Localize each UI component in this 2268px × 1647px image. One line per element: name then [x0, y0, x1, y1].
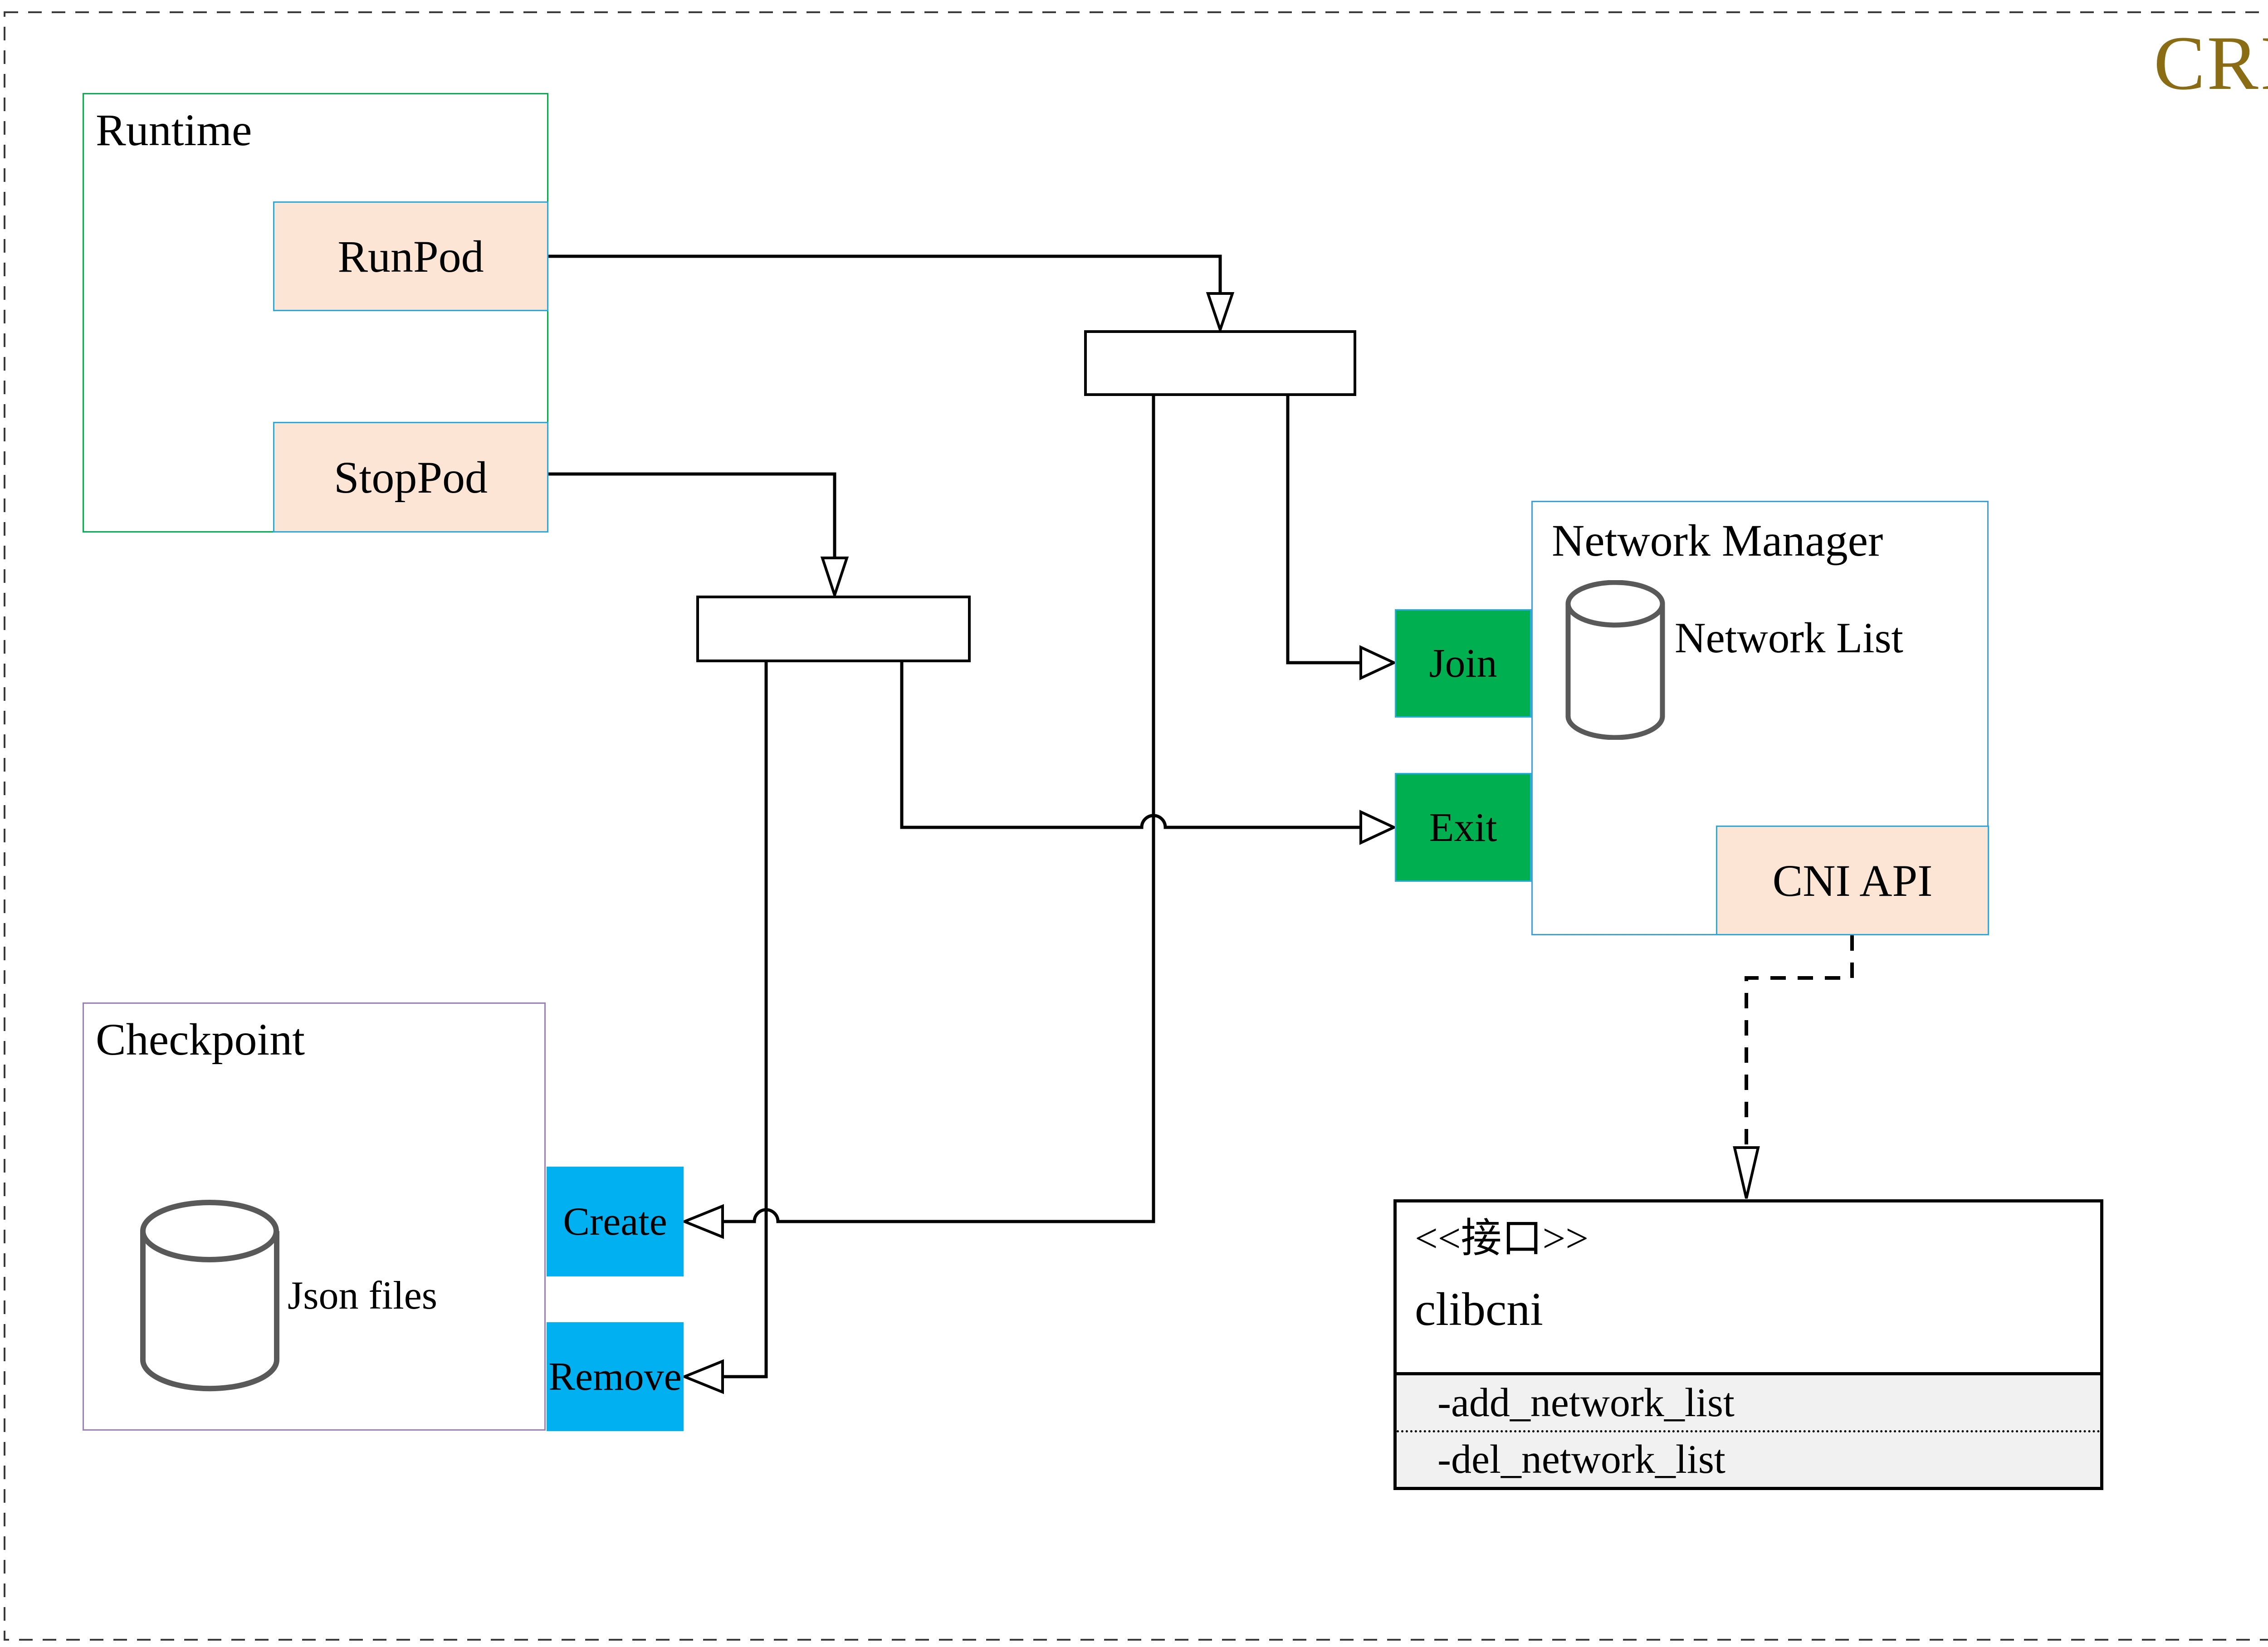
junction2-to-remove-line [723, 662, 768, 1378]
exit-node: Exit [1395, 773, 1531, 882]
clibcni-interface-box: <<接口>> clibcni -add_network_list -del_ne… [1393, 1199, 2103, 1490]
method-add-network-list: -add_network_list [1397, 1375, 2100, 1432]
junction2-to-exit-line [900, 662, 1361, 829]
clibcni-members-compartment: -add_network_list -del_network_list [1397, 1372, 2100, 1487]
interface-name: clibcni [1415, 1283, 1544, 1335]
remove-node: Remove [547, 1322, 684, 1431]
json-files-database-icon [140, 1200, 279, 1392]
stoppod-to-junction2-line [548, 472, 836, 558]
arrowhead-right-join [1359, 645, 1398, 680]
runpod-node: RunPod [273, 201, 548, 311]
fork-junction-2 [696, 596, 971, 662]
method-del-network-list: -del_network_list [1437, 1437, 1725, 1482]
arrowhead-down-clibcni [1733, 1146, 1760, 1199]
arrowhead-left-create [681, 1204, 724, 1239]
arrowhead-left-remove [681, 1359, 724, 1394]
json-files-label: Json files [288, 1274, 437, 1318]
cni-api-node: CNI API [1716, 826, 1989, 935]
runpod-label: RunPod [337, 231, 484, 282]
junction1-to-create-line [723, 396, 1155, 1223]
exit-label: Exit [1429, 805, 1497, 850]
cri-title: CRI [2154, 20, 2268, 106]
cniapi-to-clibcni-dashed-line [1745, 935, 1854, 1147]
network-list-label: Network List [1675, 614, 1903, 662]
runtime-title: Runtime [96, 105, 252, 155]
join-node: Join [1395, 609, 1531, 718]
arrowhead-right-exit [1359, 810, 1398, 845]
junction1-to-join-line [1286, 396, 1361, 665]
create-node: Create [547, 1167, 684, 1276]
arrowhead-down-junction2 [820, 557, 849, 600]
interface-stereotype: <<接口>> [1415, 1216, 1589, 1261]
arrowhead-down-junction1 [1206, 292, 1235, 334]
join-label: Join [1429, 641, 1497, 686]
checkpoint-title: Checkpoint [96, 1014, 305, 1065]
fork-junction-1 [1084, 330, 1356, 396]
runpod-to-junction1-line [548, 254, 1222, 293]
page-dashed-border [4, 11, 2268, 1641]
network-list-database-icon [1565, 580, 1665, 740]
network-manager-title: Network Manager [1552, 515, 1883, 566]
cni-api-label: CNI API [1772, 855, 1933, 906]
stoppod-label: StopPod [333, 452, 488, 503]
clibcni-header: <<接口>> clibcni [1397, 1202, 2100, 1372]
create-label: Create [563, 1199, 667, 1244]
stoppod-node: StopPod [273, 422, 548, 533]
remove-label: Remove [548, 1354, 682, 1399]
